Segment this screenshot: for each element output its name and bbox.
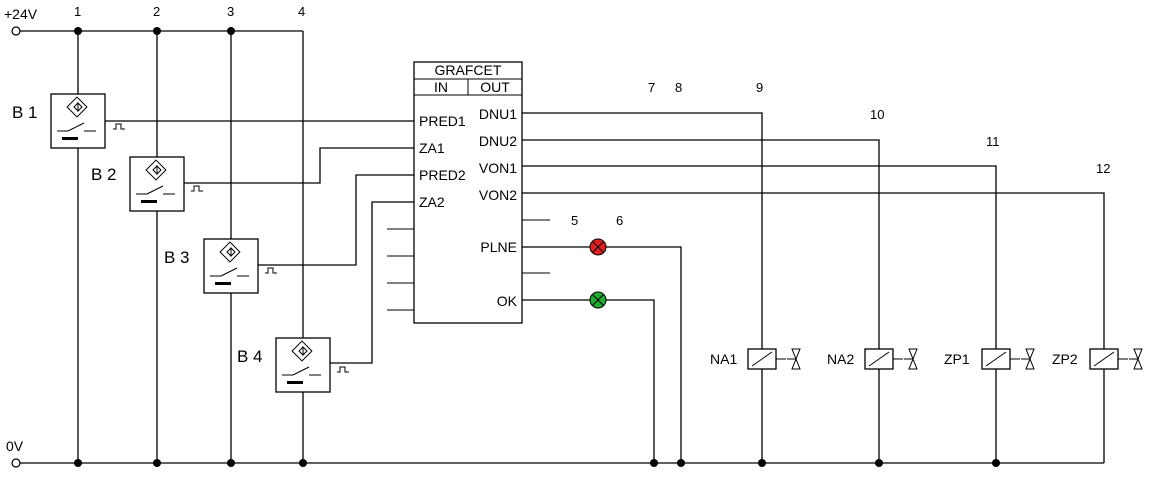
output-label-von2: VON2 (479, 187, 517, 203)
grafcet-title: GRAFCET (435, 62, 502, 78)
output-wires (522, 112, 1105, 463)
supply-terminal (11, 26, 21, 36)
input-label-pred2: PRED2 (419, 167, 466, 183)
wire-number-10: 10 (870, 107, 884, 122)
sensor-b1: B 1 (12, 93, 125, 149)
wire-number-4: 4 (298, 4, 305, 19)
sensor-label: B 1 (12, 103, 38, 122)
coil-na1: NA1 (710, 348, 801, 370)
supply-rail: +24V (4, 6, 303, 36)
ground-terminal (11, 458, 21, 468)
coil-na2: NA2 (827, 348, 918, 370)
grafcet-in-header: IN (434, 79, 448, 95)
lamp-ok (589, 291, 607, 309)
wire-number-7: 7 (648, 80, 655, 95)
wire-number-11: 11 (986, 134, 1000, 149)
coil-label: ZP2 (1052, 351, 1078, 367)
wire-number-8: 8 (675, 80, 682, 95)
output-label-dnu1: DNU1 (479, 106, 517, 122)
input-label-pred1: PRED1 (419, 113, 466, 129)
sensor-supply-wires (77, 31, 304, 463)
wire-number-6: 6 (616, 213, 623, 228)
sensor-label: B 3 (164, 248, 190, 267)
coil-label: NA1 (710, 351, 737, 367)
sensor-b3: B 3 (164, 238, 277, 294)
wire-number-5: 5 (571, 213, 578, 228)
junction-dots (74, 27, 1000, 467)
wire-numbers: 1 2 3 4 5 6 7 8 9 10 11 12 (74, 4, 1110, 228)
grafcet-out-header: OUT (480, 79, 510, 95)
sensor-b2: B 2 (91, 156, 203, 212)
coil-label: NA2 (827, 351, 854, 367)
input-label-za2: ZA2 (419, 194, 445, 210)
output-label-von1: VON1 (479, 160, 517, 176)
wire-number-9: 9 (756, 80, 763, 95)
wire-number-12: 12 (1096, 161, 1110, 176)
output-label-dnu2: DNU2 (479, 133, 517, 149)
grafcet-block: GRAFCET IN OUT PRED1 ZA1 PRED2 ZA2 DNU1 … (387, 61, 550, 324)
input-label-za1: ZA1 (419, 140, 445, 156)
ground-label: 0V (6, 438, 24, 454)
supply-label: +24V (4, 6, 38, 22)
coil-label: ZP1 (944, 351, 970, 367)
output-label-plne: PLNE (480, 239, 517, 255)
coil-zp1: ZP1 (944, 348, 1035, 370)
ground-rail: 0V (6, 438, 1104, 468)
sensor-b4: B 4 (237, 337, 349, 393)
wire-number-2: 2 (153, 4, 160, 19)
coil-zp2: ZP2 (1052, 348, 1143, 370)
wire-number-1: 1 (74, 4, 81, 19)
lamp-plne (589, 238, 607, 256)
output-label-ok: OK (497, 293, 518, 309)
sensor-label: B 4 (237, 347, 263, 366)
wire-number-3: 3 (227, 4, 234, 19)
sensor-signal-wires (105, 120, 414, 364)
sensor-label: B 2 (91, 165, 117, 184)
